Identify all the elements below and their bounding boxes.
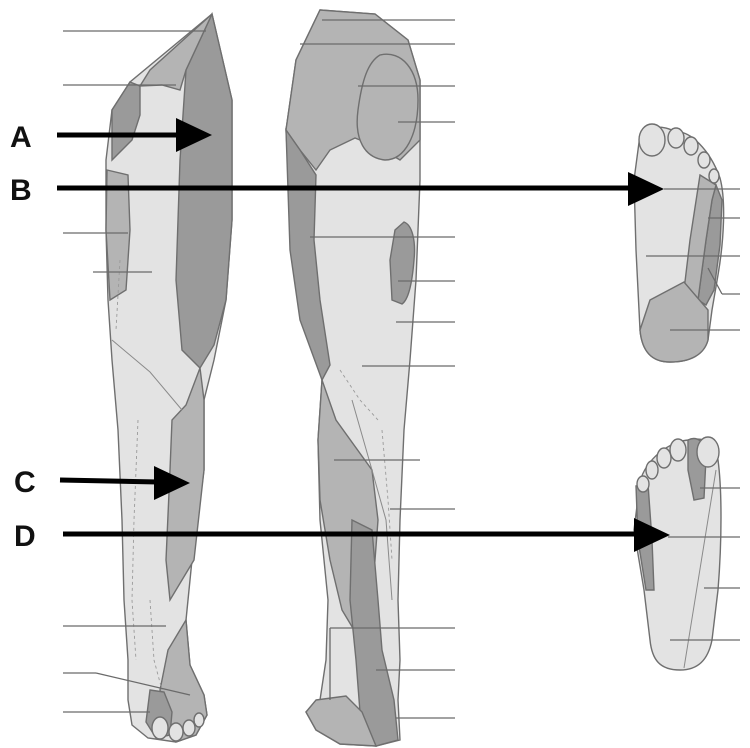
toe	[183, 720, 195, 736]
toe	[646, 461, 658, 479]
toe	[639, 124, 665, 156]
anterior-leg	[106, 14, 232, 742]
label-c: C	[14, 466, 36, 499]
toe	[698, 152, 710, 168]
dorsum-view	[634, 437, 721, 670]
toe	[684, 137, 698, 155]
toe	[709, 169, 719, 183]
toe	[668, 128, 684, 148]
label-b: B	[10, 174, 32, 207]
arrow-c-shaft	[60, 480, 158, 482]
sole-view	[634, 124, 724, 362]
toe	[637, 476, 649, 492]
toe	[697, 437, 719, 467]
letter-labels: A B C D	[10, 121, 36, 553]
toe	[194, 713, 204, 727]
toe	[169, 723, 183, 741]
toe	[152, 717, 168, 739]
toe	[657, 448, 671, 468]
label-d: D	[14, 520, 36, 553]
label-a: A	[10, 121, 32, 154]
toe	[670, 439, 686, 461]
posterior-leg	[286, 10, 420, 746]
